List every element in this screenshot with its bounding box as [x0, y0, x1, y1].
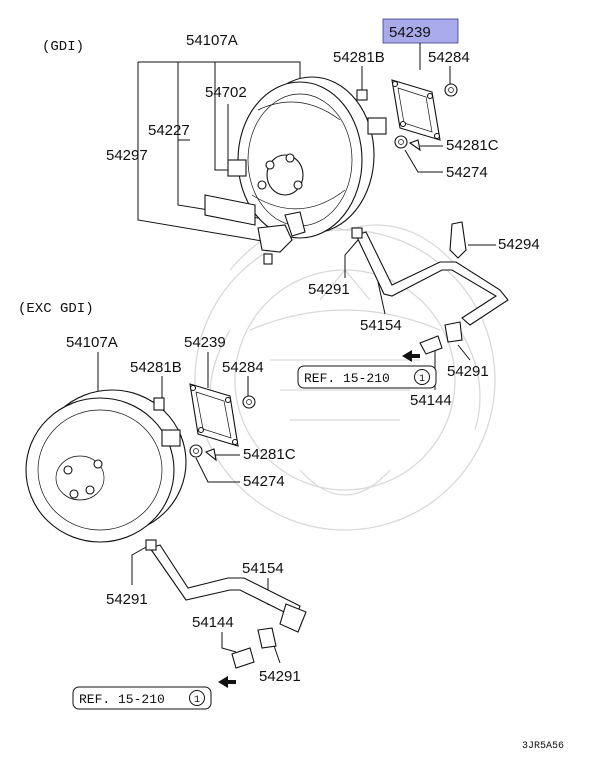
reference-15-210-exc[interactable]: REF. 15-210 1 — [72, 676, 236, 710]
part-label-54297-gdi[interactable]: 54297 — [106, 147, 148, 164]
selected-part-highlight — [382, 18, 459, 44]
diagram-code: 3JR5A56 — [522, 741, 564, 752]
part-label-54107a-gdi[interactable]: 54107A — [186, 32, 238, 49]
gasket-54239-gdi[interactable] — [391, 79, 441, 141]
bracket-54227-gdi[interactable] — [257, 211, 306, 253]
check-valve-54291-gdi[interactable] — [444, 321, 463, 343]
part-label-54274-exc[interactable]: 54274 — [243, 473, 285, 490]
reference-15-210-gdi[interactable]: REF. 15-210 1 — [297, 350, 437, 389]
clip-54281c-gdi[interactable] — [408, 139, 421, 152]
brake-booster-gdi[interactable] — [204, 76, 387, 239]
part-label-54294-gdi[interactable]: 54294 — [498, 236, 540, 253]
section-title-gdi: (GDI) — [42, 39, 84, 55]
reference-text-exc: REF. 15-210 — [79, 692, 165, 707]
part-label-54239-gdi[interactable]: 54239 — [389, 24, 431, 41]
clamp-54294-gdi[interactable] — [449, 221, 467, 259]
vacuum-hose-54154-exc[interactable] — [145, 539, 307, 633]
stud-54281b-exc[interactable] — [153, 397, 165, 411]
gasket-54239-exc[interactable] — [189, 383, 239, 447]
reference-circled-exc: 1 — [194, 695, 200, 706]
leader-lines-exc — [97, 352, 281, 664]
part-label-54291-lower-exc[interactable]: 54291 — [259, 668, 301, 685]
part-label-54291-upper-gdi[interactable]: 54291 — [308, 281, 350, 298]
check-valve-54291-exc[interactable] — [257, 627, 277, 649]
part-label-54284-gdi[interactable]: 54284 — [428, 49, 470, 66]
stud-54281b-gdi[interactable] — [356, 89, 368, 101]
arrow-icon — [218, 676, 236, 688]
brake-booster-exc[interactable] — [25, 389, 187, 543]
part-label-54154-gdi[interactable]: 54154 — [360, 317, 402, 334]
arrow-icon — [402, 350, 420, 362]
part-label-54281c-exc[interactable]: 54281C — [243, 446, 296, 463]
part-label-54154-exc[interactable]: 54154 — [242, 560, 284, 577]
union-bolt-54144-exc[interactable] — [231, 647, 255, 669]
union-bolt-54144-gdi[interactable] — [419, 335, 443, 355]
reference-text-gdi: REF. 15-210 — [304, 371, 390, 386]
part-label-54291-upper-exc[interactable]: 54291 — [106, 591, 148, 608]
part-label-54107a-exc[interactable]: 54107A — [66, 334, 118, 351]
circled-number-icon — [189, 690, 205, 706]
section-title-exc-gdi: (EXC GDI) — [18, 301, 94, 317]
washer-54274-gdi[interactable] — [394, 135, 408, 149]
clip-54281c-exc[interactable] — [204, 448, 217, 462]
washer-54274-exc[interactable] — [189, 444, 203, 458]
leader-lines-gdi — [137, 43, 496, 390]
part-label-54274-gdi[interactable]: 54274 — [446, 164, 488, 181]
nut-54284-exc[interactable] — [242, 395, 256, 409]
part-label-54144-gdi[interactable]: 54144 — [410, 392, 452, 409]
part-label-54281c-gdi[interactable]: 54281C — [446, 137, 499, 154]
circled-number-icon — [414, 369, 430, 385]
part-label-54281b-gdi[interactable]: 54281B — [333, 49, 385, 66]
part-label-54281b-exc[interactable]: 54281B — [130, 359, 182, 376]
bolt-54297-gdi[interactable] — [263, 253, 273, 265]
reference-circled-gdi: 1 — [419, 374, 425, 385]
nut-54284-gdi[interactable] — [444, 83, 458, 97]
vacuum-hose-54154-gdi[interactable] — [351, 227, 509, 326]
part-label-54702-gdi[interactable]: 54702 — [205, 84, 247, 101]
part-label-54239-exc[interactable]: 54239 — [184, 334, 226, 351]
part-label-54227-gdi[interactable]: 54227 — [148, 122, 190, 139]
part-label-54291-lower-gdi[interactable]: 54291 — [447, 363, 489, 380]
part-label-54284-exc[interactable]: 54284 — [222, 359, 264, 376]
part-label-54144-exc[interactable]: 54144 — [192, 614, 234, 631]
